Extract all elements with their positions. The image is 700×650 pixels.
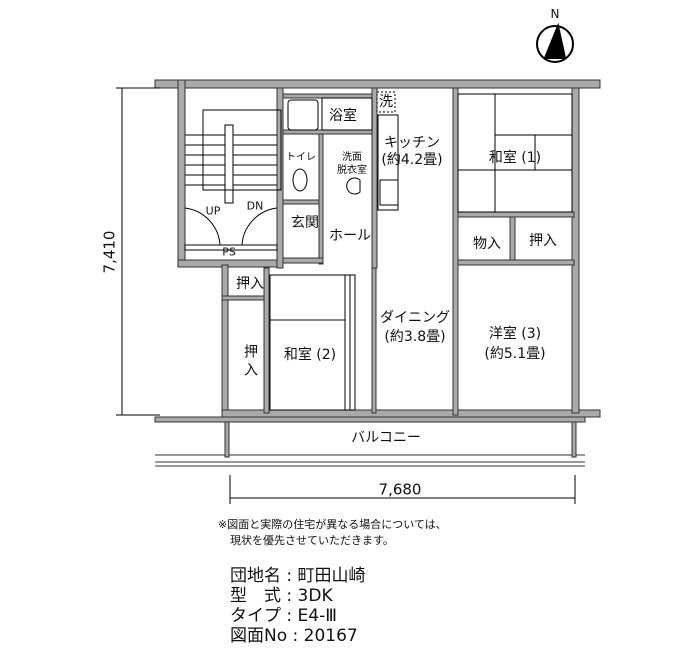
washitsu2-label: 和室 (2) [283, 347, 337, 363]
info-label: 団地名 [230, 566, 281, 586]
info-value: E4-Ⅲ [297, 606, 337, 626]
outer-walls [154, 79, 601, 418]
stairs-up-label: UP [205, 204, 221, 218]
youshitsu3-label: 洋室 (3) [488, 326, 542, 342]
storage-label: 物入 [473, 236, 501, 252]
note-line-2: 現状を優先させていただきます。 [230, 534, 394, 547]
info-label: 型 式 [230, 586, 281, 606]
note-line-1: ※図面と実際の住宅が異なる場合については、 [218, 518, 447, 531]
kitchen-label: キッチン [384, 135, 440, 151]
kitchen-size: (約4.2畳) [381, 152, 443, 168]
washroom-label-1: 洗面 [342, 152, 362, 163]
closet1-label: 押入 [529, 233, 557, 249]
info-row: 図面No : 20167 [230, 626, 358, 646]
ps-label: PS [222, 245, 236, 259]
hall-label: ホール [329, 228, 371, 244]
info-label: タイプ [230, 606, 281, 626]
fixtures [184, 91, 573, 411]
interior-walls [221, 87, 575, 416]
toilet-label: トイレ [286, 152, 316, 163]
info-value: 3DK [297, 586, 333, 606]
info-value: 町田山崎 [297, 566, 366, 586]
north-arrow-icon [536, 22, 574, 63]
width-dimension: 7,680 [378, 480, 422, 499]
dining-label: ダイニング [380, 310, 450, 326]
closet3-label: 押入 [242, 344, 258, 380]
info-row: タイプ : E4-Ⅲ [230, 606, 337, 626]
dining-size: (約3.8畳) [384, 329, 446, 345]
height-dimension: 7,410 [100, 230, 119, 274]
balcony [154, 416, 586, 467]
info-label: 図面No [230, 626, 288, 646]
youshitsu3-size: (約5.1畳) [484, 346, 546, 362]
property-info: 団地名 : 町田山崎 型 式 : 3DK タイプ : E4-Ⅲ 図面No : 2… [230, 566, 366, 646]
info-row: 団地名 : 町田山崎 [230, 566, 366, 586]
info-row: 型 式 : 3DK [230, 586, 333, 606]
washitsu1-label: 和室 (1) [488, 150, 542, 166]
bath-label: 浴室 [329, 108, 357, 124]
closet2-label: 押入 [236, 276, 264, 292]
info-value: 20167 [303, 626, 358, 646]
washroom-label-2: 脱衣室 [337, 165, 367, 176]
balcony-label: バルコニー [351, 430, 421, 446]
disclaimer-note: ※図面と実際の住宅が異なる場合については、 現状を優先させていただきます。 [218, 517, 447, 549]
stairs-down-label: DN [246, 199, 264, 213]
north-label: N [550, 7, 560, 21]
laundry-label: 洗 [379, 94, 393, 110]
entrance-label: 玄関 [291, 215, 319, 231]
dimension-lines [116, 87, 576, 504]
